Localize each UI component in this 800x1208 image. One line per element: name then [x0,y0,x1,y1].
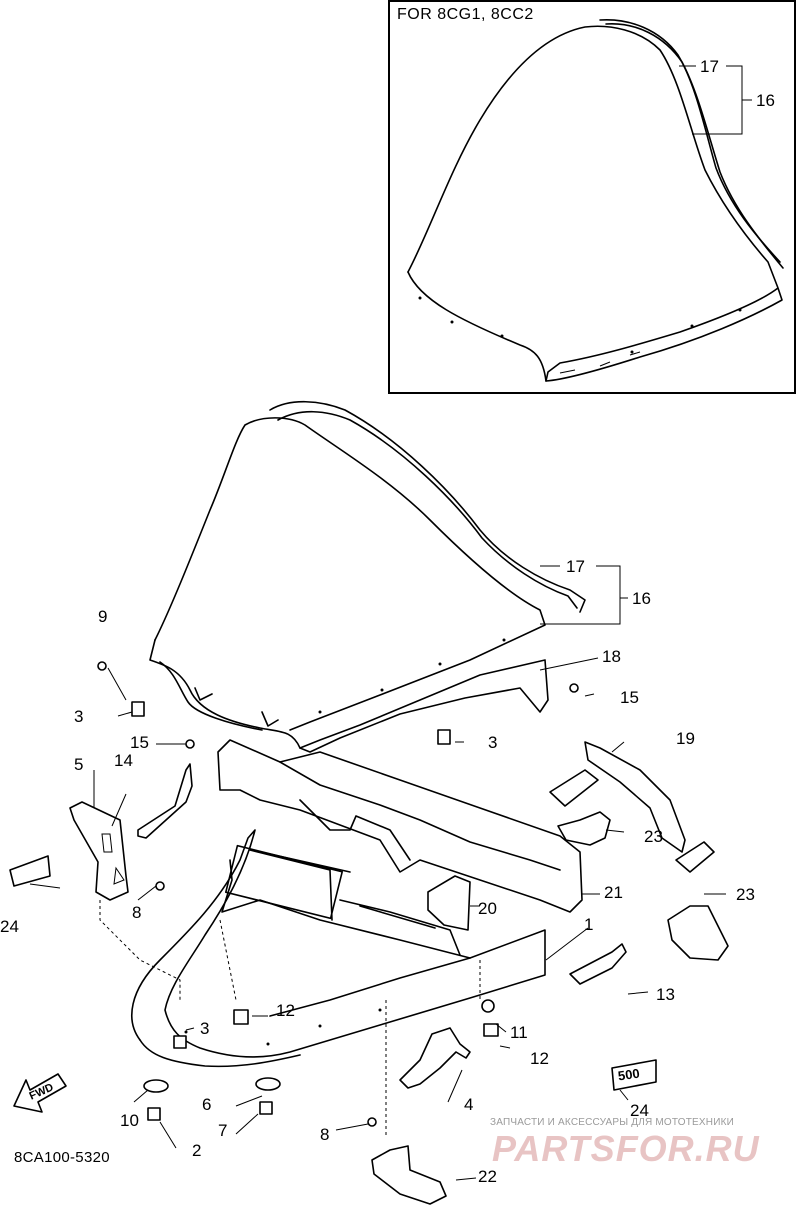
callout-17-inset: 17 [700,57,719,76]
callout-3a: 3 [74,707,84,726]
callout-24a: 24 [0,917,19,936]
inset-windshield [407,19,784,382]
callout-2: 2 [192,1141,202,1160]
callout-16: 16 [632,589,651,608]
callout-12b: 12 [530,1049,549,1068]
callout-3b: 3 [488,733,498,752]
callout-4: 4 [464,1095,474,1114]
part-20 [427,875,471,931]
callout-20: 20 [478,899,497,918]
stay-4 [399,1027,471,1089]
callout-6: 6 [202,1095,212,1114]
callout-9: 9 [98,607,108,626]
stay-23b [667,905,729,961]
emblem-label: 500 [616,1065,641,1084]
callout-12a: 12 [276,1001,295,1020]
bracket-5 [69,801,129,901]
tube-22 [371,1145,447,1205]
callout-19: 19 [676,729,695,748]
inset-title: FOR 8CG1, 8CC2 [397,6,534,23]
stay-23a [557,811,611,846]
callout-8a: 8 [132,903,142,922]
main-windshield [149,400,586,753]
fwd-arrow-icon [13,1073,67,1113]
decal-24a [9,855,51,887]
callout-23a: 23 [644,827,663,846]
lower-cowl [131,829,546,1068]
callout-3c: 3 [200,1019,210,1038]
stay-13 [569,943,627,985]
callout-5: 5 [74,755,84,774]
callout-16-inset: 16 [756,91,775,110]
decal-24b [611,1059,657,1091]
callout-15a: 15 [620,688,639,707]
callout-13: 13 [656,985,675,1004]
callout-15b: 15 [130,733,149,752]
watermark-caption: ЗАПЧАСТИ И АКСЕССУАРЫ ДЛЯ МОТОТЕХНИКИ [490,1117,735,1128]
callout-22: 22 [478,1167,497,1186]
bracket-19 [584,741,686,853]
callout-18: 18 [602,647,621,666]
watermark-logo: PARTSFOR.RU [492,1128,760,1169]
callout-23b: 23 [736,885,755,904]
callout-8b: 8 [320,1125,330,1144]
callout-24b: 24 [630,1101,649,1120]
callout-1: 1 [584,915,594,934]
bracket-14 [137,763,193,839]
callout-21: 21 [604,883,623,902]
callout-17: 17 [566,557,585,576]
callout-11: 11 [510,1023,528,1042]
callout-10: 10 [120,1111,139,1130]
inner-duct [217,739,583,913]
callout-7: 7 [218,1121,228,1140]
callout-14: 14 [114,751,133,770]
drawing-code: 8CA100-5320 [14,1149,110,1166]
